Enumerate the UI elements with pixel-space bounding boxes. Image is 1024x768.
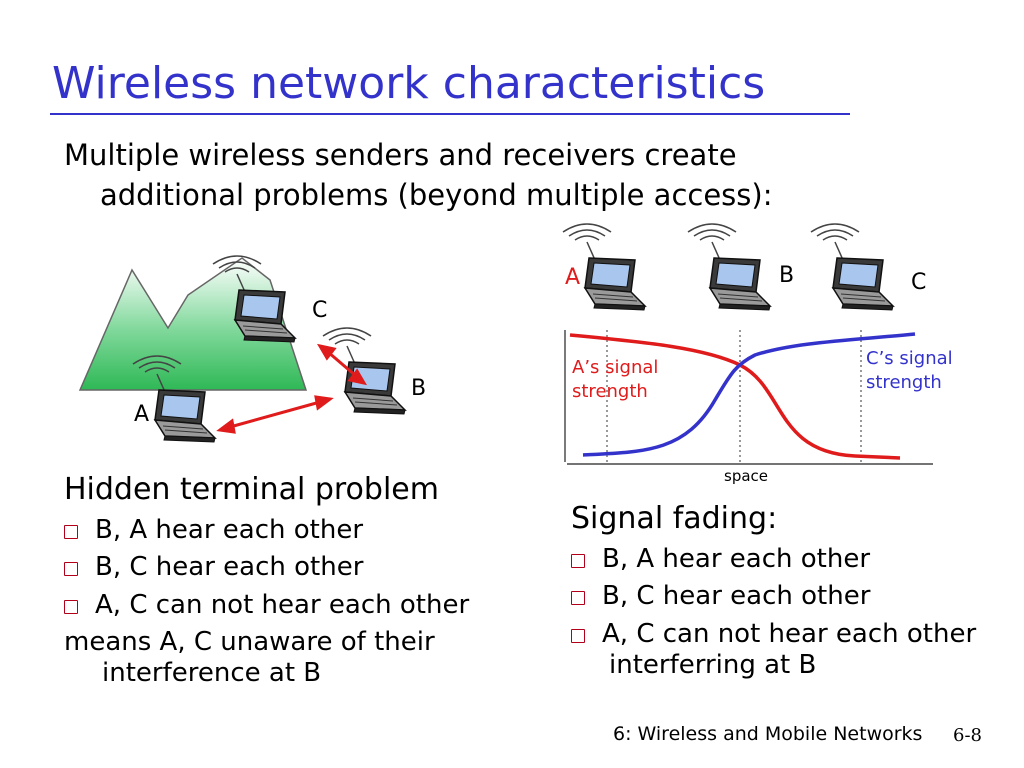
bullet-text: A, C can not hear each other bbox=[602, 619, 977, 649]
footer-course: 6: Wireless and Mobile Networks bbox=[613, 723, 923, 745]
list-item: B, C hear each other bbox=[64, 552, 363, 582]
c-signal-label: C’s signal strength bbox=[866, 348, 953, 393]
laptop-icon bbox=[322, 327, 406, 415]
x-axis-label: space bbox=[724, 467, 769, 485]
list-item: A, C can not hear each other bbox=[64, 590, 469, 620]
bullet-text: B, A hear each other bbox=[95, 515, 364, 545]
checkbox-bullet-icon bbox=[571, 629, 585, 643]
a-signal-label: A’s signal strength bbox=[572, 357, 659, 402]
hidden-terminal-heading: Hidden terminal problem bbox=[64, 472, 439, 507]
title-underline bbox=[50, 113, 850, 115]
node-label-c: C bbox=[312, 298, 328, 323]
checkbox-bullet-icon bbox=[571, 554, 585, 568]
fading-node-label-a: A bbox=[565, 265, 581, 290]
hidden-terminal-diagram bbox=[78, 255, 406, 443]
list-item: B, A hear each other bbox=[64, 515, 363, 545]
checkbox-bullet-icon bbox=[64, 600, 78, 614]
slide-title: Wireless network characteristics bbox=[52, 58, 766, 109]
bullet-continuation: interferring at B bbox=[609, 650, 817, 680]
node-label-a: A bbox=[134, 402, 150, 427]
bullet-text: B, A hear each other bbox=[602, 544, 871, 574]
laptop-icon bbox=[687, 223, 771, 311]
signal-fading-heading: Signal fading: bbox=[571, 501, 778, 536]
page-number: 6-8 bbox=[953, 725, 982, 746]
list-item: B, A hear each other bbox=[571, 544, 870, 574]
node-label-b: B bbox=[411, 376, 427, 401]
fading-node-label-c: C bbox=[911, 270, 927, 295]
intro-line-1: Multiple wireless senders and receivers … bbox=[64, 138, 737, 172]
bullet-text: A, C can not hear each other bbox=[95, 590, 470, 620]
laptop-icon bbox=[810, 223, 894, 311]
list-item: A, C can not hear each other bbox=[571, 619, 976, 649]
checkbox-bullet-icon bbox=[64, 562, 78, 576]
checkbox-bullet-icon bbox=[571, 591, 585, 605]
double-arrow-icon bbox=[216, 343, 368, 434]
c-signal-curve bbox=[582, 332, 916, 457]
note-line-2: interference at B bbox=[102, 658, 322, 688]
bullet-text: B, C hear each other bbox=[95, 552, 364, 582]
intro-line-2: additional problems (beyond multiple acc… bbox=[100, 178, 773, 212]
list-item: B, C hear each other bbox=[571, 581, 870, 611]
checkbox-bullet-icon bbox=[64, 525, 78, 539]
note-line-1: means A, C unaware of their bbox=[64, 627, 435, 657]
signal-fading-diagram bbox=[562, 223, 933, 465]
bullet-text: B, C hear each other bbox=[602, 581, 871, 611]
fading-node-label-b: B bbox=[779, 263, 795, 288]
